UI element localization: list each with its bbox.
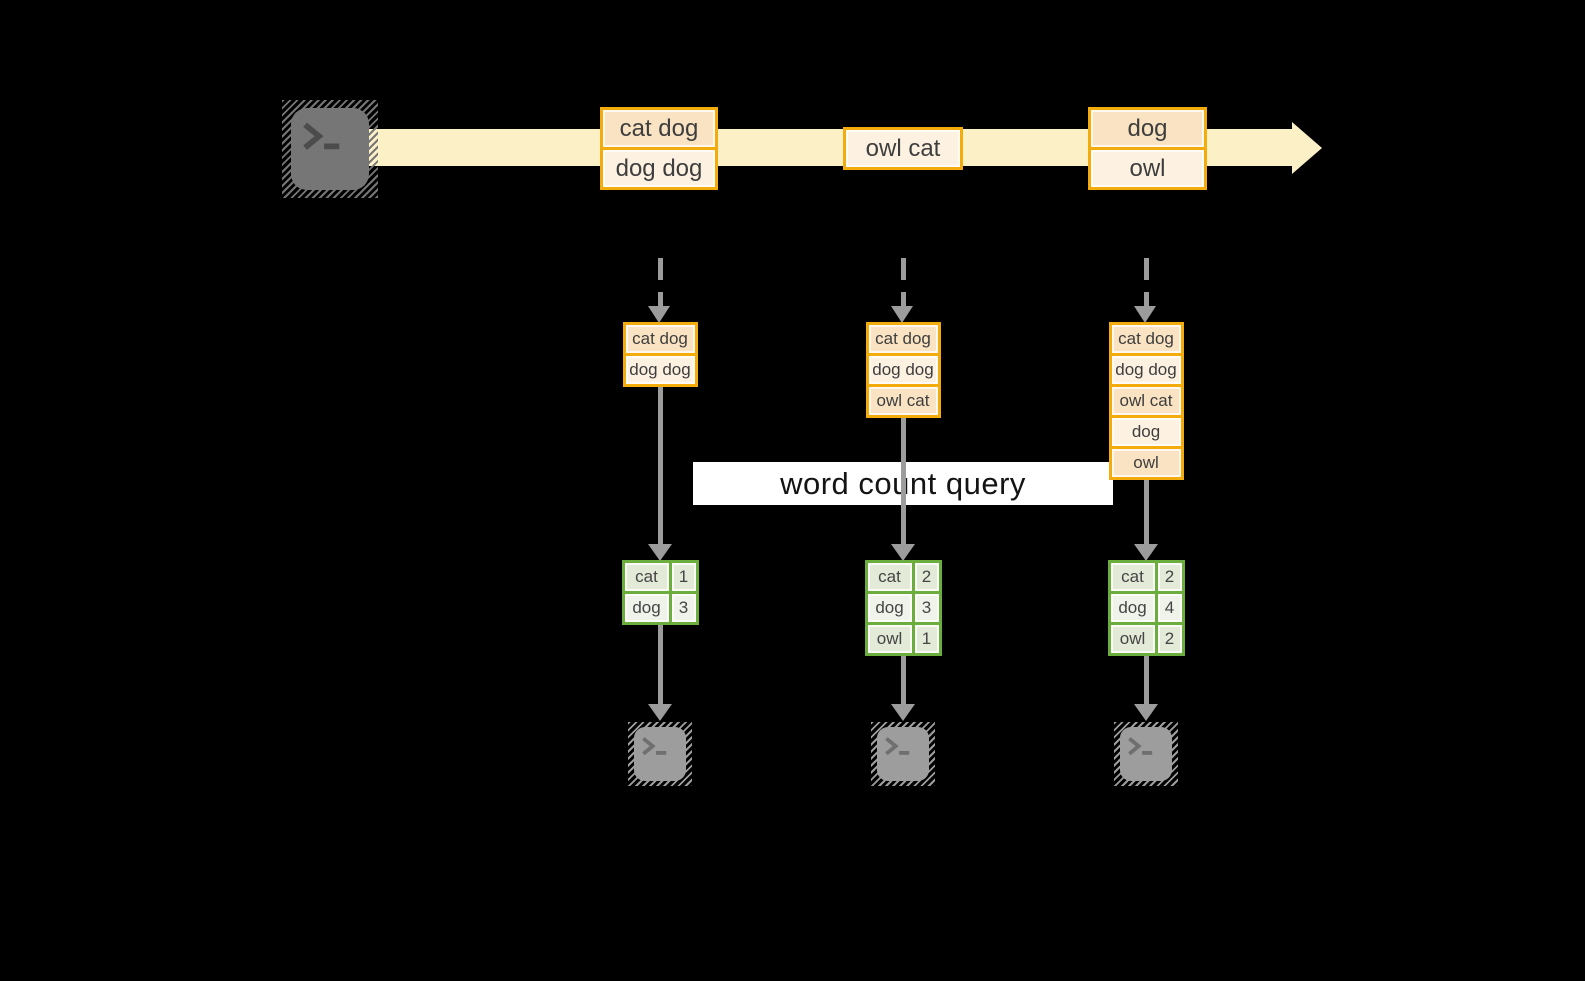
count-word-cell: dog [867,594,912,622]
sink-connector-arrowhead-icon [1134,704,1158,721]
count-value-cell: 2 [1157,625,1182,653]
count-value-cell: 4 [1157,594,1182,622]
count-word-cell: cat [867,563,912,591]
terminal-screen [1119,727,1173,781]
stream-record-line: cat dog [603,110,715,147]
sink-connector-arrow [1143,656,1149,704]
terminal-screen [876,727,930,781]
sink-connector-arrowhead-icon [648,704,672,721]
stream-record-line: dog [1091,110,1204,147]
terminal-prompt-icon [642,736,667,756]
query-connector-arrow [657,387,663,544]
query-connector-arrow [900,418,906,544]
sink-terminal-icon [628,722,692,786]
query-connector-arrow [1143,480,1149,544]
terminal-screen [633,727,687,781]
dashed-arrowhead-icon [648,306,670,323]
count-value-cell: 2 [1157,563,1182,591]
count-value-cell: 1 [671,563,696,591]
state-buffer-line: owl [1111,449,1181,477]
count-word-cell: cat [624,563,669,591]
count-value-cell: 1 [914,625,939,653]
count-word-cell: owl [867,625,912,653]
count-word-cell: cat [1110,563,1155,591]
query-connector-arrowhead-icon [1134,544,1158,561]
state-buffer-line: dog dog [625,356,695,384]
sink-connector-arrow [657,625,663,704]
state-buffer-line: dog dog [1111,356,1181,384]
count-value-cell: 3 [914,594,939,622]
state-buffer-line: owl cat [1111,387,1181,415]
terminal-prompt-icon [1128,736,1153,756]
state-buffer-line: cat dog [868,325,938,353]
terminal-prompt-icon [303,122,340,150]
state-buffer: cat dog dog dog owl cat [865,322,941,418]
dashed-arrowhead-icon [891,306,913,323]
source-terminal-icon [282,100,378,198]
count-word-cell: dog [1110,594,1155,622]
state-buffer: cat dog dog dog owl cat dog owl [1108,322,1184,480]
dashed-arrow [900,258,906,306]
terminal-screen [290,108,370,190]
state-buffer-line: owl cat [868,387,938,415]
sink-terminal-icon [1114,722,1178,786]
count-word-cell: dog [624,594,669,622]
sink-connector-arrowhead-icon [891,704,915,721]
sink-connector-arrow [900,656,906,704]
stream-record: owl cat [843,127,963,170]
count-word-cell: owl [1110,625,1155,653]
terminal-prompt-icon [885,736,910,756]
count-value-cell: 3 [671,594,696,622]
dashed-arrow [657,258,663,306]
stream-arrowhead-icon [1292,122,1322,174]
state-buffer: cat dog dog dog [622,322,698,387]
state-buffer-line: cat dog [625,325,695,353]
query-connector-arrowhead-icon [648,544,672,561]
query-connector-arrowhead-icon [891,544,915,561]
stream-record-line: dog dog [603,150,715,187]
state-buffer-line: dog [1111,418,1181,446]
stream-record-line: owl cat [846,130,960,167]
count-value-cell: 2 [914,563,939,591]
sink-terminal-icon [871,722,935,786]
state-buffer-line: cat dog [1111,325,1181,353]
state-buffer-line: dog dog [868,356,938,384]
dashed-arrow [1143,258,1149,306]
dashed-arrowhead-icon [1134,306,1156,323]
stream-record-line: owl [1091,150,1204,187]
